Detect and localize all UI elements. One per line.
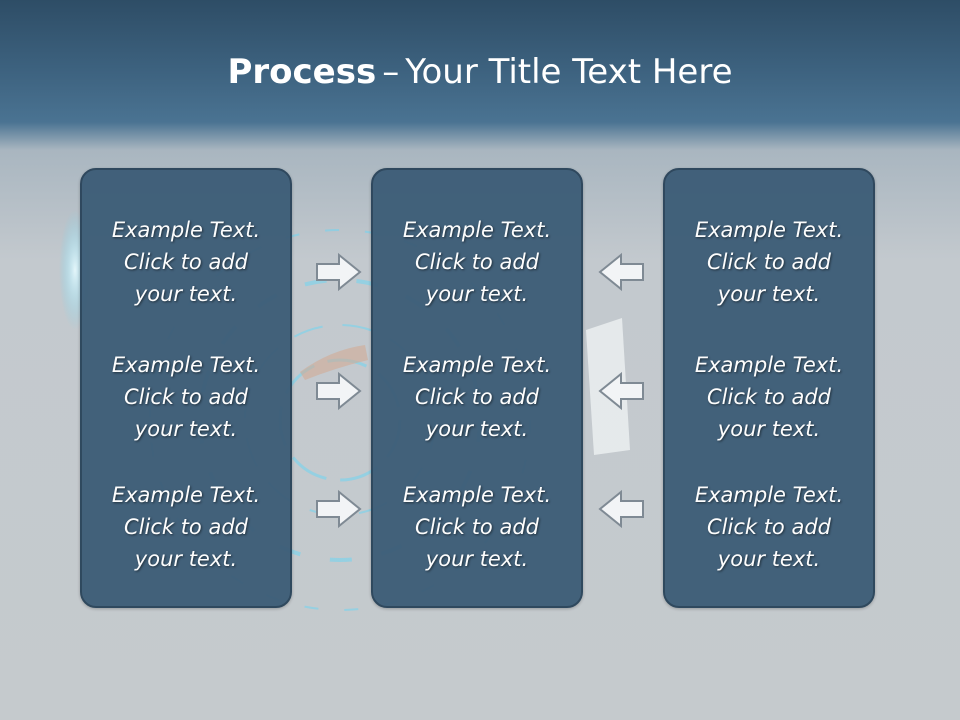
arrow-right-icon bbox=[315, 489, 363, 529]
text-line: your text. bbox=[717, 282, 821, 306]
text-line: Click to add bbox=[706, 385, 831, 409]
hand-image bbox=[300, 345, 368, 380]
title-rest: Your Title Text Here bbox=[405, 52, 733, 92]
panel-center: Example Text. Click to add your text. Ex… bbox=[371, 168, 583, 608]
text-placeholder[interactable]: Example Text. Click to add your text. bbox=[373, 349, 581, 445]
text-line: your text. bbox=[134, 282, 238, 306]
text-line: your text. bbox=[134, 417, 238, 441]
text-line: Example Text. bbox=[694, 218, 844, 242]
text-line: your text. bbox=[134, 547, 238, 571]
text-placeholder[interactable]: Example Text. Click to add your text. bbox=[82, 349, 290, 445]
text-line: Click to add bbox=[706, 515, 831, 539]
text-line: Click to add bbox=[123, 515, 248, 539]
page-title: Process–Your Title Text Here bbox=[0, 52, 960, 92]
arrow-left-icon bbox=[597, 489, 645, 529]
text-line: your text. bbox=[717, 417, 821, 441]
text-placeholder[interactable]: Example Text. Click to add your text. bbox=[665, 214, 873, 310]
text-line: Example Text. bbox=[402, 483, 552, 507]
text-line: Example Text. bbox=[111, 353, 261, 377]
text-placeholder[interactable]: Example Text. Click to add your text. bbox=[82, 479, 290, 575]
title-bold: Process bbox=[227, 52, 377, 92]
arrow-left-icon bbox=[597, 371, 645, 411]
text-line: Example Text. bbox=[111, 483, 261, 507]
text-placeholder[interactable]: Example Text. Click to add your text. bbox=[665, 479, 873, 575]
text-line: Click to add bbox=[414, 515, 539, 539]
text-line: your text. bbox=[717, 547, 821, 571]
arrow-right-icon bbox=[315, 252, 363, 292]
text-line: Click to add bbox=[123, 385, 248, 409]
text-placeholder[interactable]: Example Text. Click to add your text. bbox=[373, 214, 581, 310]
text-line: Example Text. bbox=[111, 218, 261, 242]
text-line: Example Text. bbox=[694, 353, 844, 377]
text-line: Click to add bbox=[123, 250, 248, 274]
text-line: your text. bbox=[425, 282, 529, 306]
arrow-right-icon bbox=[315, 371, 363, 411]
text-placeholder[interactable]: Example Text. Click to add your text. bbox=[82, 214, 290, 310]
text-placeholder[interactable]: Example Text. Click to add your text. bbox=[373, 479, 581, 575]
panel-left: Example Text. Click to add your text. Ex… bbox=[80, 168, 292, 608]
text-line: Example Text. bbox=[402, 353, 552, 377]
panel-right: Example Text. Click to add your text. Ex… bbox=[663, 168, 875, 608]
text-line: Example Text. bbox=[694, 483, 844, 507]
text-line: Example Text. bbox=[402, 218, 552, 242]
text-placeholder[interactable]: Example Text. Click to add your text. bbox=[665, 349, 873, 445]
arrow-left-icon bbox=[597, 252, 645, 292]
text-line: your text. bbox=[425, 547, 529, 571]
title-dash: – bbox=[382, 52, 400, 92]
text-line: Click to add bbox=[706, 250, 831, 274]
text-line: Click to add bbox=[414, 250, 539, 274]
text-line: your text. bbox=[425, 417, 529, 441]
text-line: Click to add bbox=[414, 385, 539, 409]
